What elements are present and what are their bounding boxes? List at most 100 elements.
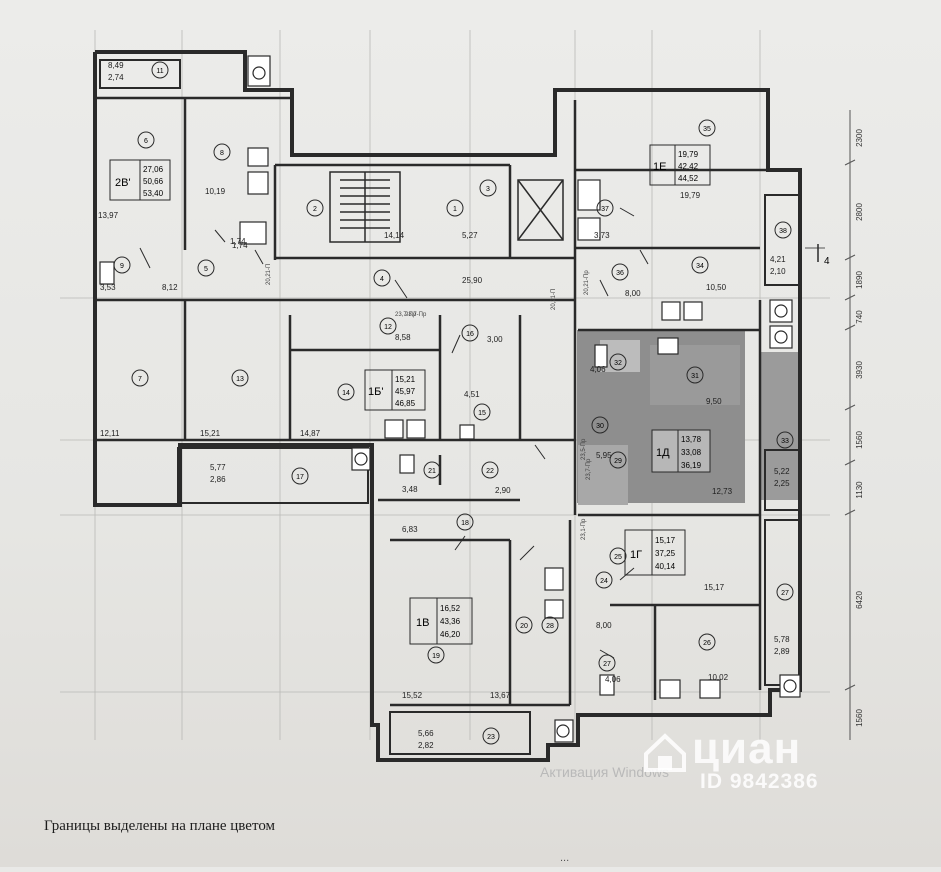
room-number: 32 xyxy=(614,360,622,367)
room-area: 25,90 xyxy=(462,276,483,285)
room-marker: 27 xyxy=(598,654,616,672)
room-marker: 35 xyxy=(698,119,716,137)
room-area: 2,25 xyxy=(774,479,790,488)
room-marker: 37 xyxy=(596,199,614,217)
room-area: 4,06 xyxy=(605,675,621,684)
room-marker-circle xyxy=(113,256,131,274)
apartment-label: 1Б' 15,21 45,97 46,85 xyxy=(364,369,426,411)
room-number: 34 xyxy=(696,263,704,270)
room-marker-circle xyxy=(774,221,792,239)
room-marker: 12 xyxy=(379,317,397,335)
apartment-total-area: 33,08 xyxy=(681,448,702,457)
apartment-total-area: 50,66 xyxy=(143,177,164,186)
apartment-full-area: 36,19 xyxy=(681,461,702,470)
room-number: 27 xyxy=(781,590,789,597)
room-area: 15,17 xyxy=(704,583,725,592)
room-area: 9,50 xyxy=(706,397,722,406)
room-marker: 38 xyxy=(774,221,792,239)
room-area: 8,49 xyxy=(108,61,124,70)
room-area: 15,21 xyxy=(200,429,221,438)
room-marker: 17 xyxy=(291,467,309,485)
room-marker-circle xyxy=(591,416,609,434)
apartment-living-area: 15,21 xyxy=(395,375,416,384)
room-marker-circle xyxy=(337,383,355,401)
room-marker-circle xyxy=(137,131,155,149)
room-marker-circle xyxy=(482,727,500,745)
room-marker: 25 xyxy=(609,547,627,565)
room-number: 3 xyxy=(486,186,490,193)
room-marker: 32 xyxy=(609,353,627,371)
dimension-value: 2300 xyxy=(855,129,864,147)
room-number: 20 xyxy=(520,623,528,630)
room-marker-circle xyxy=(596,199,614,217)
room-number: 15 xyxy=(478,410,486,417)
room-marker: 23 xyxy=(482,727,500,745)
room-number: 36 xyxy=(616,270,624,277)
apartment-label: 1Е 19,79 42,42 44,52 xyxy=(649,144,711,186)
room-marker-circle xyxy=(686,366,704,384)
room-marker: 7 xyxy=(131,369,149,387)
room-marker: 2 xyxy=(306,199,324,217)
room-area: 14,14 xyxy=(384,231,405,240)
room-area: 1,74 xyxy=(230,237,246,246)
room-marker: 13 xyxy=(231,369,249,387)
room-area: 8,00 xyxy=(625,289,641,298)
room-area: 5,27 xyxy=(462,231,478,240)
apartment-code: 1В xyxy=(416,617,429,629)
room-area: 12,11 xyxy=(100,429,120,438)
cut-off-text: ... xyxy=(560,852,570,864)
room-marker-circle xyxy=(373,269,391,287)
room-marker: 20 xyxy=(515,616,533,634)
apartment-full-area: 53,40 xyxy=(143,189,164,198)
axis-mark-label: 4 xyxy=(824,256,830,267)
apartment-total-area: 37,25 xyxy=(655,549,676,558)
room-marker-circle xyxy=(609,353,627,371)
room-marker: 6 xyxy=(137,131,155,149)
room-number: 38 xyxy=(779,228,787,235)
apartment-full-area: 40,14 xyxy=(655,562,676,571)
room-area: 10,02 xyxy=(708,673,729,682)
room-area: 2,89 xyxy=(774,647,790,656)
room-area: 8,00 xyxy=(596,621,612,630)
apartment-living-area: 15,17 xyxy=(655,536,676,545)
room-marker-circle xyxy=(213,143,231,161)
room-marker-circle xyxy=(609,451,627,469)
plan-caption: Границы выделены на плане цветом xyxy=(44,818,276,834)
dimension-value: 1130 xyxy=(855,481,864,499)
room-marker: 27 xyxy=(776,583,794,601)
room-area: 5,66 xyxy=(418,729,434,738)
room-area: 15,52 xyxy=(402,691,423,700)
room-marker-circle xyxy=(306,199,324,217)
room-number: 12 xyxy=(384,324,392,331)
room-area: 5,78 xyxy=(774,635,790,644)
cian-house-icon xyxy=(644,733,686,772)
wall-notes: 23,7-Пр23,7-Пр20,21-П20,21-П20,21-Пр23,7… xyxy=(266,264,592,540)
apartment-full-area: 46,20 xyxy=(440,630,461,639)
room-marker: 19 xyxy=(427,646,445,664)
room-marker: 28 xyxy=(541,616,559,634)
room-area: 3,73 xyxy=(594,231,610,240)
activation-watermark: Активация Windows xyxy=(540,764,670,780)
dimension-value: 1890 xyxy=(855,271,864,289)
room-number: 21 xyxy=(428,468,436,475)
room-marker-circle xyxy=(595,571,613,589)
apartment-living-area: 16,52 xyxy=(440,604,461,613)
room-number: 37 xyxy=(601,206,609,213)
room-marker-circle xyxy=(446,199,464,217)
room-number: 14 xyxy=(342,390,350,397)
room-marker-circle xyxy=(611,263,629,281)
room-area: 12,73 xyxy=(712,487,733,496)
room-marker-circle xyxy=(427,646,445,664)
room-area: 4,51 xyxy=(464,390,480,399)
room-area: 2,82 xyxy=(418,741,434,750)
wall-note: 20,21-Пр xyxy=(584,270,590,295)
room-marker: 16 xyxy=(461,324,479,342)
room-marker-circle xyxy=(691,256,709,274)
room-marker: 18 xyxy=(456,513,474,531)
dimension-value: 6420 xyxy=(855,591,864,609)
room-area: 6,83 xyxy=(402,525,418,534)
room-area: 4,06 xyxy=(590,365,606,374)
door-swings xyxy=(139,207,649,659)
